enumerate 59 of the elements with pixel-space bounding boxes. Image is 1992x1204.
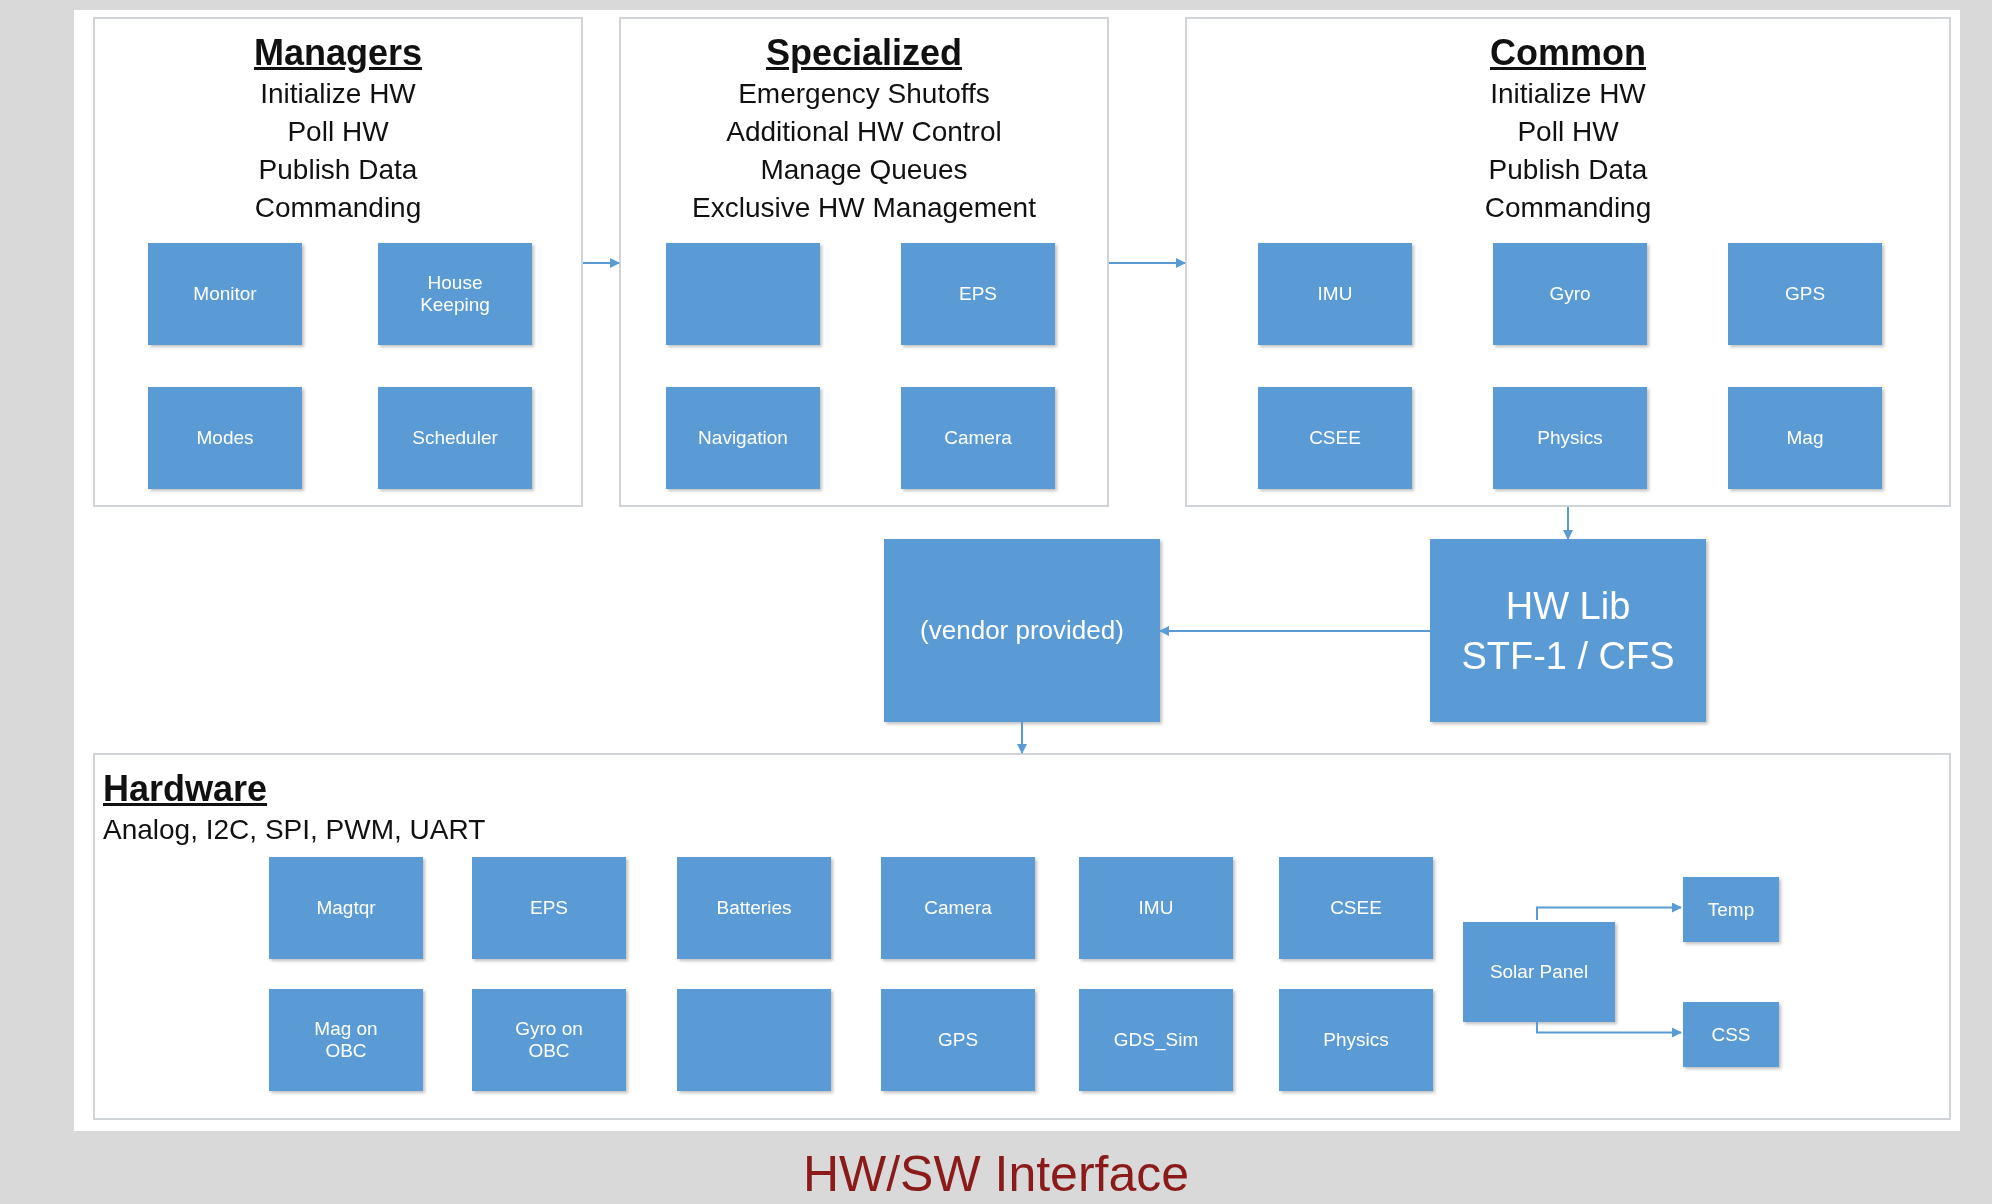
component-box: Magtqr <box>269 857 423 959</box>
panel-text: Analog, I2C, SPI, PWM, UART <box>103 813 486 847</box>
component-box: Navigation <box>666 387 820 489</box>
panel-text: Initialize HW <box>260 77 416 111</box>
panel-text: Emergency Shutoffs <box>738 77 990 111</box>
component-box: Camera <box>881 857 1035 959</box>
panel-text: Commanding <box>254 191 422 225</box>
component-box: IMU <box>1258 243 1412 345</box>
component-box: Solar Panel <box>1463 922 1615 1022</box>
box-shape <box>666 243 820 345</box>
arrow <box>1536 902 1682 921</box>
component-box: Monitor <box>148 243 302 345</box>
component-box: Mag <box>1728 387 1882 489</box>
caption: HW/SW Interface <box>802 1146 1190 1202</box>
group-panel <box>93 17 583 507</box>
component-box: GPS <box>1728 243 1882 345</box>
component-box: GPS <box>881 989 1035 1091</box>
component-box: Physics <box>1493 387 1647 489</box>
panel-heading: Managers <box>253 31 423 75</box>
component-box: Batteries <box>677 857 831 959</box>
component-box: Scheduler <box>378 387 532 489</box>
component-box: Camera <box>901 387 1055 489</box>
arrow <box>582 258 620 268</box>
panel-text: Additional HW Control <box>726 115 1002 149</box>
component-box: Temp <box>1683 877 1779 942</box>
panel-text: Poll HW <box>287 115 389 149</box>
component-box: EPS <box>901 243 1055 345</box>
component-box: IMU <box>1079 857 1233 959</box>
panel-text: Publish Data <box>258 153 418 187</box>
panel-heading: Common <box>1490 31 1646 75</box>
group-panel <box>619 17 1109 507</box>
panel-text: Poll HW <box>1517 115 1619 149</box>
panel-heading: Specialized <box>765 31 963 75</box>
component-box: CSS <box>1683 1002 1779 1067</box>
panel-text: Initialize HW <box>1490 77 1646 111</box>
arrow <box>1108 258 1186 268</box>
panel-heading: Hardware <box>103 767 268 811</box>
group-panel <box>1185 17 1951 507</box>
panel-text: Commanding <box>1484 191 1652 225</box>
component-box: Physics <box>1279 989 1433 1091</box>
panel-text: Manage Queues <box>760 153 968 187</box>
component-box: Mag on OBC <box>269 989 423 1091</box>
component-box: (vendor provided) <box>884 539 1160 722</box>
component-box: Gyro <box>1493 243 1647 345</box>
component-box: Gyro on OBC <box>472 989 626 1091</box>
component-box: House Keeping <box>378 243 532 345</box>
arrow <box>1563 506 1573 540</box>
component-box: CSEE <box>1279 857 1433 959</box>
panel-text: Exclusive HW Management <box>692 191 1036 225</box>
component-box: HW Lib STF-1 / CFS <box>1430 539 1706 722</box>
component-box: CSEE <box>1258 387 1412 489</box>
panel-text: Publish Data <box>1488 153 1648 187</box>
group-panel <box>93 753 1951 1120</box>
arrow <box>1159 626 1431 636</box>
component-box: Modes <box>148 387 302 489</box>
component-box: GDS_Sim <box>1079 989 1233 1091</box>
component-box: EPS <box>472 857 626 959</box>
box-shape <box>677 989 831 1091</box>
arrow <box>1017 721 1027 754</box>
